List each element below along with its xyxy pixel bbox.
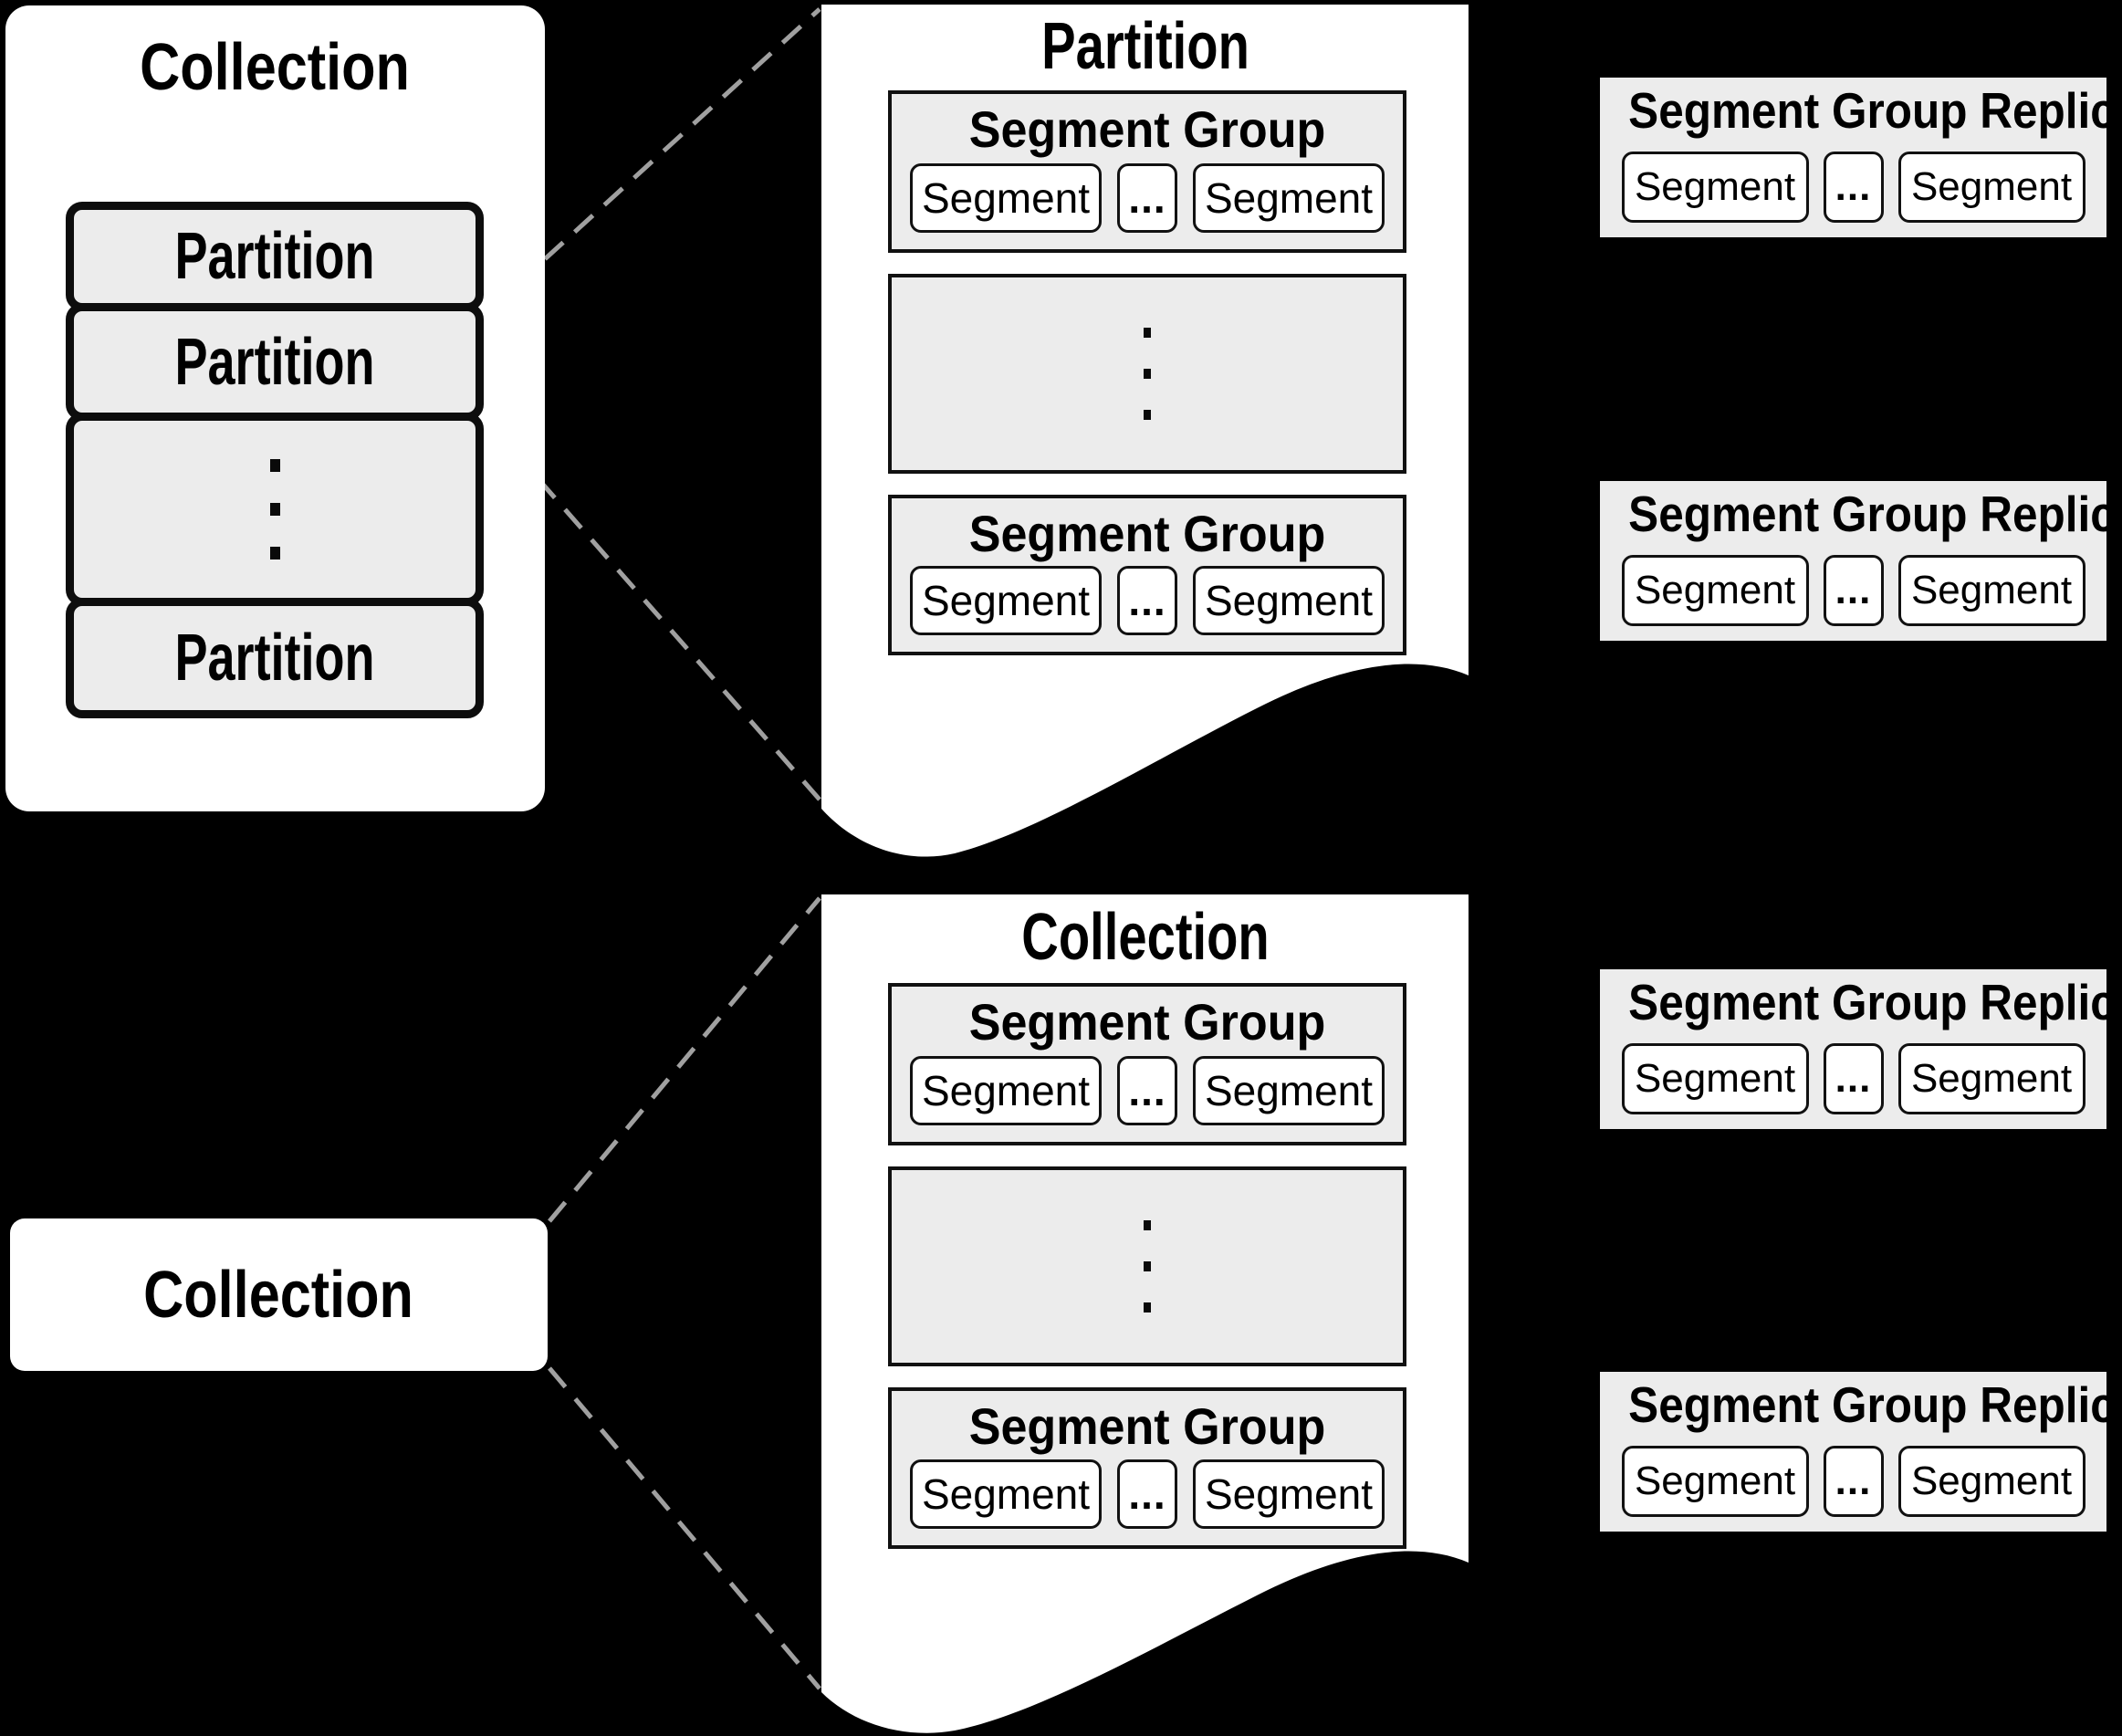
- segment-box: Segment: [1621, 1446, 1809, 1517]
- ellipsis-box: ...: [1117, 566, 1177, 635]
- projection-line-top-upper: [484, 7, 821, 315]
- segment-row: Segment ... Segment: [892, 566, 1403, 635]
- segment-group-box: Segment Group Segment ... Segment: [888, 90, 1406, 253]
- segment-group-replica-box-4: Segment Group Replica Segment ... Segmen…: [1600, 1372, 2122, 1532]
- segment-box: Segment: [1897, 152, 2085, 223]
- segment-group-title: Segment Group: [968, 505, 1326, 562]
- segment-label: Segment: [1204, 1067, 1374, 1114]
- segment-box: Segment: [1621, 1043, 1809, 1114]
- segment-box: Segment: [910, 163, 1102, 233]
- segment-label: Segment: [1910, 164, 2073, 209]
- ellipsis-box: ...: [1117, 1056, 1177, 1125]
- segment-box: Segment: [1897, 1043, 2085, 1114]
- ellipsis-label: ...: [1128, 577, 1166, 624]
- vertical-ellipsis-icon: [269, 444, 280, 575]
- segment-row: Segment ... Segment: [1600, 1043, 2106, 1114]
- segment-row: Segment ... Segment: [892, 1459, 1403, 1529]
- segment-label: Segment: [921, 174, 1091, 222]
- segment-group-title: Segment Group: [968, 100, 1326, 158]
- segment-box: Segment: [910, 566, 1102, 635]
- segment-group-box: Segment Group Segment ... Segment: [888, 1387, 1406, 1549]
- replica-title: Segment Group Replica: [1628, 82, 2122, 139]
- segment-box: Segment: [1621, 152, 1809, 223]
- segment-label: Segment: [1204, 1470, 1374, 1518]
- segment-box: Segment: [1897, 555, 2085, 626]
- segment-label: Segment: [921, 1067, 1091, 1114]
- segment-group-replica-box-2: Segment Group Replica Segment ... Segmen…: [1600, 481, 2122, 641]
- ellipsis-box: ...: [1823, 555, 1884, 626]
- ellipsis-label: ...: [1128, 1067, 1166, 1114]
- partition-box-1: Partition: [66, 202, 484, 311]
- ellipsis-label: ...: [1835, 1056, 1872, 1101]
- segment-group-replica-box-1: Segment Group Replica Segment ... Segmen…: [1600, 78, 2122, 237]
- segment-row: Segment ... Segment: [1600, 1446, 2106, 1517]
- partition-document-title: Partition: [1041, 10, 1249, 83]
- segment-label: Segment: [1204, 577, 1374, 624]
- segment-label: Segment: [921, 1470, 1091, 1518]
- segment-label: Segment: [921, 577, 1091, 624]
- segment-group-replica-box-3: Segment Group Replica Segment ... Segmen…: [1600, 969, 2122, 1129]
- partition-label: Partition: [174, 220, 375, 293]
- segment-label: Segment: [1910, 568, 2073, 612]
- ellipsis-label: ...: [1835, 164, 1872, 209]
- segment-box: Segment: [1897, 1446, 2085, 1517]
- ellipsis-label: ...: [1128, 174, 1166, 222]
- segment-row: Segment ... Segment: [892, 163, 1403, 233]
- segment-label: Segment: [1204, 174, 1374, 222]
- partition-ellipsis-box: [66, 413, 484, 606]
- partition-box-2: Partition: [66, 303, 484, 421]
- collection-document-title: Collection: [1021, 901, 1270, 974]
- ellipsis-label: ...: [1128, 1470, 1166, 1518]
- collection-label: Collection: [143, 1258, 414, 1332]
- segment-group-box: Segment Group Segment ... Segment: [888, 495, 1406, 655]
- segment-label: Segment: [1634, 164, 1796, 209]
- segment-box: Segment: [1193, 1056, 1385, 1125]
- segment-label: Segment: [1910, 1459, 2073, 1503]
- partition-label: Partition: [174, 325, 375, 399]
- ellipsis-label: ...: [1835, 568, 1872, 612]
- segment-box: Segment: [1193, 566, 1385, 635]
- segment-label: Segment: [1910, 1056, 2073, 1101]
- segment-group-ellipsis-box: [888, 274, 1406, 474]
- replica-title: Segment Group Replica: [1628, 1376, 2122, 1433]
- projection-line-bottom-upper: [548, 896, 821, 1223]
- vertical-ellipsis-icon: [1144, 1205, 1151, 1328]
- partition-box-3: Partition: [66, 598, 484, 718]
- collection-label-box: Collection: [10, 1218, 548, 1371]
- segment-box: Segment: [910, 1459, 1102, 1529]
- segment-label: Segment: [1634, 568, 1796, 612]
- segment-box: Segment: [1621, 555, 1809, 626]
- segment-group-title: Segment Group: [968, 1397, 1326, 1455]
- ellipsis-box: ...: [1117, 1459, 1177, 1529]
- segment-group-box: Segment Group Segment ... Segment: [888, 983, 1406, 1145]
- segment-group-title: Segment Group: [968, 993, 1326, 1051]
- vertical-ellipsis-icon: [1144, 312, 1151, 435]
- segment-row: Segment ... Segment: [1600, 555, 2106, 626]
- segment-box: Segment: [910, 1056, 1102, 1125]
- replica-title: Segment Group Replica: [1628, 486, 2122, 542]
- ellipsis-box: ...: [1117, 163, 1177, 233]
- replica-title: Segment Group Replica: [1628, 974, 2122, 1030]
- segment-group-ellipsis-box: [888, 1166, 1406, 1366]
- segment-label: Segment: [1634, 1459, 1796, 1503]
- partition-label: Partition: [174, 622, 375, 695]
- segment-row: Segment ... Segment: [1600, 152, 2106, 223]
- ellipsis-box: ...: [1823, 1446, 1884, 1517]
- collection-panel-title: Collection: [140, 31, 411, 104]
- ellipsis-label: ...: [1835, 1459, 1872, 1503]
- segment-label: Segment: [1634, 1056, 1796, 1101]
- segment-row: Segment ... Segment: [892, 1056, 1403, 1125]
- ellipsis-box: ...: [1823, 152, 1884, 223]
- segment-box: Segment: [1193, 163, 1385, 233]
- segment-box: Segment: [1193, 1459, 1385, 1529]
- ellipsis-box: ...: [1823, 1043, 1884, 1114]
- projection-line-bottom-lower: [548, 1366, 821, 1690]
